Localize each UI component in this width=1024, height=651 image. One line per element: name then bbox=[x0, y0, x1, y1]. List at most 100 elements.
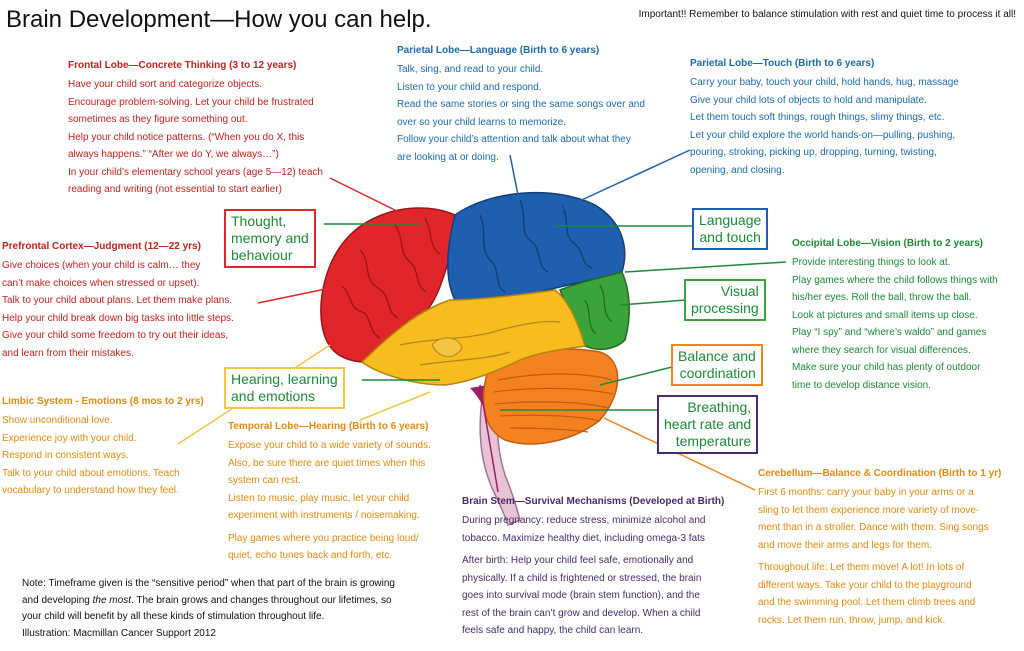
parietal-touch-line: Let them touch soft things, rough things… bbox=[690, 112, 945, 123]
cerebellum-line: sling to let them experience more variet… bbox=[758, 504, 980, 516]
parietal-touch-section: Parietal Lobe—Touch (Birth to 6 years) C… bbox=[690, 58, 959, 179]
parietal-touch-line: Carry your baby, touch your child, hold … bbox=[690, 77, 959, 88]
leader-temporal bbox=[359, 391, 431, 421]
temporal-line: Also, be sure there are quiet times when… bbox=[228, 457, 426, 469]
cerebellum-section: Cerebellum—Balance & Coordination (Birth… bbox=[758, 468, 1001, 629]
leader-prefrontal bbox=[257, 284, 346, 304]
language-box-line: and touch bbox=[699, 229, 761, 245]
limbic-region bbox=[431, 337, 463, 358]
frontal-line: reading and writing (not essential to st… bbox=[68, 184, 282, 195]
visual-processing-box: Visual processing bbox=[684, 279, 766, 321]
occipital-line: Play “I spy” and “where’s waldo” and gam… bbox=[792, 327, 987, 338]
footnote: Note: Timeframe given is the “sensitive … bbox=[22, 576, 395, 642]
occipital-line: Provide interesting things to look at. bbox=[792, 257, 951, 268]
occipital-line: his/her eyes. Roll the ball, throw the b… bbox=[792, 292, 972, 303]
frontal-folds bbox=[339, 217, 441, 339]
thought-box-line: behaviour bbox=[231, 247, 293, 263]
leader-parietal-language bbox=[509, 154, 521, 206]
limbic-section: Limbic System - Emotions (8 mos to 2 yrs… bbox=[2, 396, 204, 500]
prefrontal-line: Give choices (when your child is calm… t… bbox=[2, 260, 201, 271]
parietal-touch-title: Parietal Lobe—Touch (Birth to 6 years) bbox=[690, 58, 875, 69]
leader-parietal-touch bbox=[559, 149, 691, 211]
temporal-line: system can rest. bbox=[228, 475, 301, 486]
occipital-line: where they search for visual differences… bbox=[792, 344, 971, 356]
hearing-box-line: Hearing, learning bbox=[231, 371, 338, 387]
prefrontal-line: Give your child some freedom to try out … bbox=[2, 330, 229, 341]
parietal-language-line: Listen to your child and respond. bbox=[397, 81, 542, 93]
cerebellum-line: different ways. Take your child to the p… bbox=[758, 579, 972, 591]
leader-cerebellum bbox=[603, 417, 756, 491]
breathing-heart-box: Breathing, heart rate and temperature bbox=[657, 395, 759, 454]
limbic-line: Experience joy with your child. bbox=[2, 432, 137, 444]
temporal-line: quiet, echo tunes back and forth, etc. bbox=[228, 550, 392, 561]
cerebellum-line: and move their arms and legs for them. bbox=[758, 539, 932, 551]
frontal-section: Frontal Lobe—Concrete Thinking (3 to 12 … bbox=[68, 60, 323, 199]
leader-balance-box bbox=[599, 366, 673, 386]
parietal-touch-line: pouring, stroking, picking up, dropping,… bbox=[690, 147, 937, 158]
occipital-title: Occipital Lobe—Vision (Birth to 2 years) bbox=[792, 238, 983, 249]
visual-box-line: Visual bbox=[720, 283, 759, 299]
temporal-title: Temporal Lobe—Hearing (Birth to 6 years) bbox=[228, 421, 429, 432]
occipital-folds bbox=[584, 284, 613, 335]
brainstem-title: Brain Stem—Survival Mechanisms (Develope… bbox=[462, 496, 725, 507]
footnote-text: and developing bbox=[22, 594, 93, 606]
parietal-language-line: Talk, sing, and read to your child. bbox=[397, 64, 544, 75]
prefrontal-line: and learn from their mistakes. bbox=[2, 347, 134, 359]
parietal-folds bbox=[479, 199, 593, 293]
leader-visual-box bbox=[619, 299, 687, 306]
brainstem-line: After birth: Help your child feel safe, … bbox=[462, 555, 694, 566]
frontal-line: Encourage problem-solving. Let your chil… bbox=[68, 96, 314, 108]
occipital-line: Play games where the child follows thing… bbox=[792, 274, 998, 286]
balance-coordination-box: Balance and coordination bbox=[671, 344, 763, 386]
temporal-lobe-region bbox=[360, 289, 586, 386]
leader-frontal bbox=[329, 177, 406, 216]
balance-box-line: Balance and bbox=[678, 348, 756, 364]
limbic-title: Limbic System - Emotions (8 mos to 2 yrs… bbox=[2, 396, 204, 407]
prefrontal-title: Prefrontal Cortex—Judgment (12—22 yrs) bbox=[2, 241, 201, 252]
brainstem-line: rest of the brain can’t grow and develop… bbox=[462, 607, 701, 619]
prefrontal-line: can’t make choices when stressed or upse… bbox=[2, 277, 200, 289]
parietal-language-title: Parietal Lobe—Language (Birth to 6 years… bbox=[397, 45, 600, 56]
frontal-line: sometimes as they figure something out. bbox=[68, 114, 248, 125]
language-touch-box: Language and touch bbox=[692, 208, 769, 250]
occipital-line: Look at pictures and small items up clos… bbox=[792, 309, 978, 321]
parietal-language-line: over so your child learns to memorize. bbox=[397, 116, 566, 128]
parietal-touch-line: Give your child lots of objects to hold … bbox=[690, 94, 927, 106]
brainstem-line: tobacco. Maximize healthy diet, includin… bbox=[462, 532, 705, 544]
limbic-line: Respond in consistent ways. bbox=[2, 450, 129, 461]
prefrontal-section: Prefrontal Cortex—Judgment (12—22 yrs) G… bbox=[2, 241, 234, 362]
occipital-section: Occipital Lobe—Vision (Birth to 2 years)… bbox=[792, 238, 998, 394]
language-box-line: Language bbox=[699, 212, 762, 228]
cerebellum-folds bbox=[493, 373, 614, 433]
temporal-line: Listen to music, play music, let your ch… bbox=[228, 492, 410, 504]
leader-occipital bbox=[624, 261, 787, 273]
brainstem-section: Brain Stem—Survival Mechanisms (Develope… bbox=[462, 496, 724, 640]
frontal-line: Have your child sort and categorize obje… bbox=[68, 79, 262, 90]
temporal-line: Play games where you practice being loud… bbox=[228, 532, 419, 544]
temporal-line: experiment with instruments / noisemakin… bbox=[228, 510, 420, 521]
footnote-emphasis: the most bbox=[92, 594, 131, 606]
illustration-credit: Illustration: Macmillan Cancer Support 2… bbox=[22, 627, 216, 639]
hearing-learning-box: Hearing, learning and emotions bbox=[224, 367, 345, 409]
parietal-language-section: Parietal Lobe—Language (Birth to 6 years… bbox=[397, 45, 645, 166]
parietal-language-line: Follow your child’s attention and talk a… bbox=[397, 134, 631, 145]
frontal-line: In your child’s elementary school years … bbox=[68, 166, 323, 178]
footnote-line-2: and developing the most. The brain grows… bbox=[22, 593, 395, 610]
cerebellum-title: Cerebellum—Balance & Coordination (Birth… bbox=[758, 468, 1002, 479]
footnote-line: Note: Timeframe given is the “sensitive … bbox=[22, 578, 395, 589]
important-note: Important!! Remember to balance stimulat… bbox=[638, 9, 1016, 20]
brainstem-line: During pregnancy: reduce stress, minimiz… bbox=[462, 515, 706, 526]
frontal-title: Frontal Lobe—Concrete Thinking (3 to 12 … bbox=[68, 60, 297, 71]
thought-memory-box: Thought, memory and behaviour bbox=[224, 209, 316, 268]
footnote-text: . The brain grows and changes throughout… bbox=[130, 594, 392, 606]
prefrontal-line: Help your child break down big tasks int… bbox=[2, 312, 234, 324]
parietal-touch-line: Let your child explore the world hands-o… bbox=[690, 129, 956, 141]
breathing-box-line: Breathing, bbox=[687, 399, 752, 415]
brainstem-line: feels safe and happy, the child can lear… bbox=[462, 625, 644, 636]
cerebellum-line: Throughout life: Let them move! A lot! I… bbox=[758, 562, 965, 573]
temporal-line: Expose your child to a wide variety of s… bbox=[228, 440, 431, 451]
brainstem-line: physically. If a child is frightened or … bbox=[462, 572, 702, 584]
occipital-line: time to develop distance vision. bbox=[792, 379, 931, 391]
leader-brainstem bbox=[479, 384, 499, 493]
thought-box-line: Thought, bbox=[231, 213, 287, 229]
